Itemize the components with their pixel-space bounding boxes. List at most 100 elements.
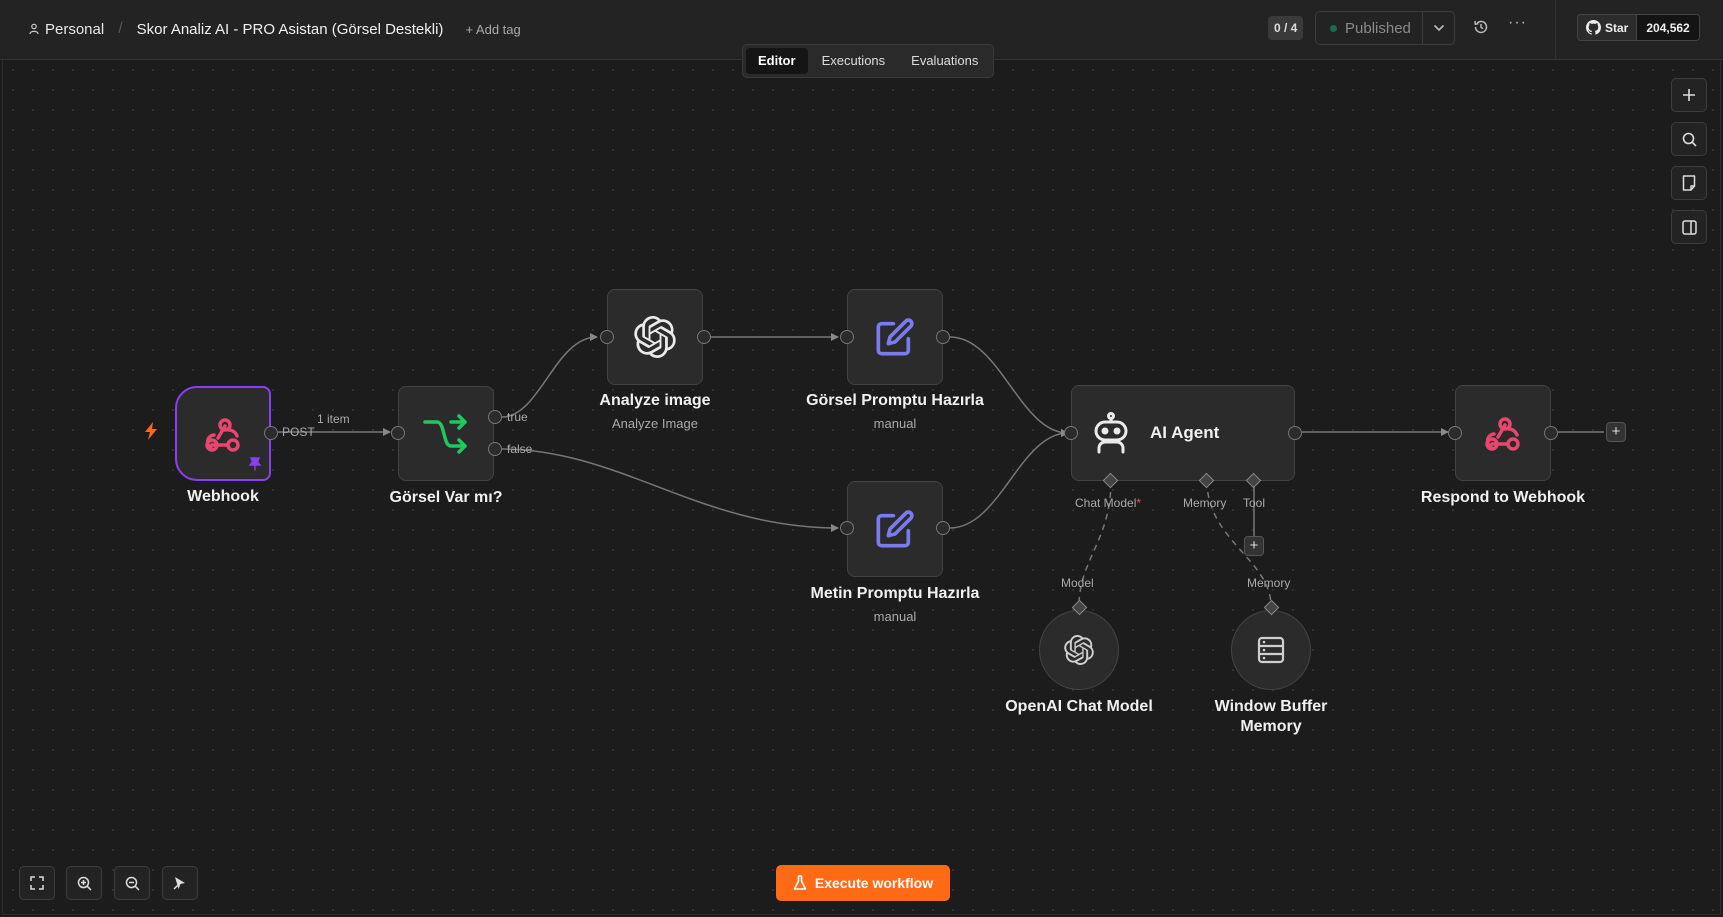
metin-input-port[interactable] xyxy=(840,521,854,535)
more-icon: ··· xyxy=(1508,14,1527,31)
user-icon xyxy=(29,23,39,35)
node-metin-prompt[interactable] xyxy=(847,481,943,577)
tab-executions[interactable]: Executions xyxy=(821,53,886,68)
node-sublabel-gorsel: manual xyxy=(873,416,917,431)
github-star-label: Star xyxy=(1578,15,1638,40)
history-button[interactable] xyxy=(1472,18,1492,38)
webhook-output-port[interactable] xyxy=(264,426,278,440)
plus-icon: + xyxy=(1611,423,1621,440)
execute-workflow-button[interactable]: Execute workflow xyxy=(776,865,950,901)
github-icon xyxy=(1586,20,1601,35)
breadcrumb: Personal / Skor Analiz AI - PRO Asistan … xyxy=(28,20,521,38)
add-node-panel-button[interactable] xyxy=(1671,78,1707,112)
required-mark: * xyxy=(1136,496,1142,510)
panel-icon xyxy=(1681,219,1697,235)
publish-control: Published xyxy=(1315,11,1455,45)
node-openai-chat-model[interactable] xyxy=(1039,610,1119,690)
zoom-out-icon xyxy=(125,876,140,891)
zoom-in-icon xyxy=(77,876,92,891)
node-respond-webhook[interactable] xyxy=(1455,385,1551,481)
pin-icon xyxy=(249,457,261,471)
branch-icon xyxy=(423,413,467,454)
edge-label-memory-in: Memory xyxy=(1247,576,1291,590)
edge-label-model: Model xyxy=(1061,576,1094,590)
add-node-button[interactable]: + xyxy=(1606,422,1626,442)
gorsel-output-port[interactable] xyxy=(936,330,950,344)
if-true-port[interactable] xyxy=(488,410,502,424)
edge-label-true: true xyxy=(507,410,528,424)
add-tag-button[interactable]: + Add tag xyxy=(465,21,521,37)
node-label-analyze: Analyze image xyxy=(599,392,711,409)
analyze-output-port[interactable] xyxy=(697,330,711,344)
zoom-in-button[interactable] xyxy=(66,866,102,900)
node-sublabel-metin: manual xyxy=(873,609,917,624)
edge-label-false: false xyxy=(507,442,533,456)
node-sublabel-analyze: Analyze Image xyxy=(612,416,698,431)
edit-icon xyxy=(876,318,914,356)
tab-evaluations[interactable]: Evaluations xyxy=(911,53,979,68)
node-label-respond: Respond to Webhook xyxy=(1420,489,1586,506)
respond-input-port[interactable] xyxy=(1448,426,1462,440)
edit-icon xyxy=(876,510,914,548)
database-icon xyxy=(1257,636,1285,664)
webhook-icon xyxy=(205,417,240,452)
robot-icon xyxy=(1094,412,1128,454)
wand-icon xyxy=(173,877,185,890)
agent-output-port[interactable] xyxy=(1288,426,1302,440)
search-nodes-button[interactable] xyxy=(1671,122,1707,156)
tidy-up-button[interactable] xyxy=(162,866,198,900)
agent-memory-label: Memory xyxy=(1183,496,1227,510)
node-analyze-image[interactable] xyxy=(607,289,703,385)
openai-icon xyxy=(634,316,676,358)
publish-button[interactable]: Published xyxy=(1316,12,1422,44)
github-star-button[interactable]: Star 204,562 xyxy=(1577,14,1700,41)
fit-view-button[interactable] xyxy=(19,866,55,900)
header-divider xyxy=(1555,0,1556,60)
node-label-memory-2: Memory xyxy=(1240,718,1302,735)
breadcrumb-separator: / xyxy=(118,20,123,37)
star-count: 204,562 xyxy=(1637,15,1699,40)
node-label-metin: Metin Promptu Hazırla xyxy=(810,585,980,602)
add-tool-button[interactable]: + xyxy=(1244,536,1264,556)
node-if[interactable] xyxy=(398,386,494,481)
node-window-buffer-memory[interactable] xyxy=(1231,610,1311,690)
tab-editor[interactable]: Editor xyxy=(746,48,808,74)
sticky-note-button[interactable] xyxy=(1671,166,1707,200)
node-gorsel-prompt[interactable] xyxy=(847,289,943,385)
sticky-note-icon xyxy=(1682,175,1696,191)
node-label-if: Görsel Var mı? xyxy=(389,489,503,506)
webhook-icon xyxy=(1485,417,1520,451)
workflow-canvas[interactable] xyxy=(2,60,1721,915)
zoom-out-button[interactable] xyxy=(114,866,150,900)
publish-dropdown-button[interactable] xyxy=(1422,12,1454,44)
edge-label-items: 1 item xyxy=(317,412,350,426)
chat-model-text: Chat Model xyxy=(1075,496,1137,510)
node-ai-agent[interactable]: AI Agent xyxy=(1071,385,1295,481)
toggle-panel-button[interactable] xyxy=(1671,210,1707,244)
more-options-button[interactable]: ··· xyxy=(1508,14,1527,32)
if-input-port[interactable] xyxy=(391,426,405,440)
trigger-bolt-icon xyxy=(145,422,157,440)
analyze-input-port[interactable] xyxy=(600,330,614,344)
if-false-port[interactable] xyxy=(488,442,502,456)
metin-output-port[interactable] xyxy=(936,521,950,535)
agent-input-port[interactable] xyxy=(1064,426,1078,440)
respond-output-port[interactable] xyxy=(1544,426,1558,440)
view-tabs: Editor Executions Evaluations xyxy=(742,44,995,78)
node-label-gorsel: Görsel Promptu Hazırla xyxy=(806,392,984,409)
project-link[interactable]: Personal xyxy=(28,21,104,38)
project-name: Personal xyxy=(45,20,105,38)
publish-label: Published xyxy=(1345,19,1411,37)
gorsel-input-port[interactable] xyxy=(840,330,854,344)
plus-icon xyxy=(1683,89,1695,101)
star-text: Star xyxy=(1605,20,1629,35)
flask-icon xyxy=(793,875,807,890)
plus-icon: + xyxy=(1249,537,1259,554)
workflow-name[interactable]: Skor Analiz AI - PRO Asistan (Görsel Des… xyxy=(136,20,444,38)
chevron-down-icon xyxy=(1433,24,1444,32)
history-icon xyxy=(1474,20,1488,34)
node-label-memory-1: Window Buffer xyxy=(1214,698,1328,715)
execute-label: Execute workflow xyxy=(814,875,934,891)
node-webhook[interactable] xyxy=(175,386,271,481)
workflow-counter[interactable]: 0 / 4 xyxy=(1268,16,1304,40)
